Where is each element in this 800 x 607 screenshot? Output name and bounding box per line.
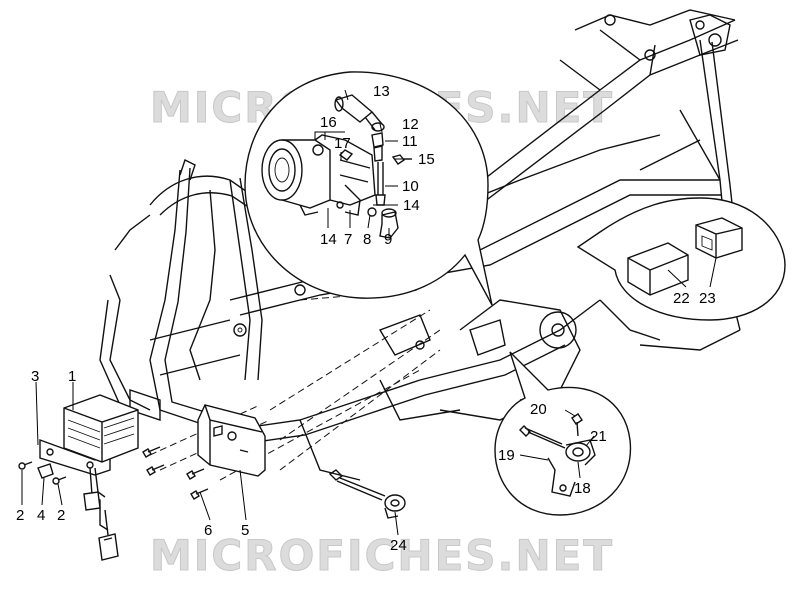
part-number-9: 9 xyxy=(384,231,392,248)
part-number-5: 5 xyxy=(241,522,249,539)
hose-icon xyxy=(334,94,385,132)
part-number-20: 20 xyxy=(530,401,547,418)
throttle-body-callout xyxy=(244,71,493,306)
part-number-3: 3 xyxy=(31,368,39,385)
part-number-7: 7 xyxy=(344,231,352,248)
part-number-24: 24 xyxy=(390,537,407,554)
watermark-bottom: MICROFICHES.NET xyxy=(150,531,614,580)
relay-callout xyxy=(576,197,786,321)
relay-22-icon xyxy=(627,242,689,296)
part-number-15: 15 xyxy=(418,151,435,168)
part-number-2b: 2 xyxy=(57,507,65,524)
part-number-14b: 14 xyxy=(320,231,337,248)
leader-lines xyxy=(21,89,717,536)
part-number-6: 6 xyxy=(204,522,212,539)
part-number-4: 4 xyxy=(37,507,45,524)
sensor-24 xyxy=(328,469,406,519)
part-numbers: 1 2 2 3 4 5 6 7 8 9 10 11 12 13 14 14 15… xyxy=(16,83,716,554)
part-number-23: 23 xyxy=(699,290,716,307)
voltage-regulator xyxy=(18,394,139,561)
part-number-17: 17 xyxy=(334,135,351,152)
part-number-19: 19 xyxy=(498,447,515,464)
part-number-8: 8 xyxy=(363,231,371,248)
throttle-body-icon xyxy=(261,134,376,216)
sensor-icon xyxy=(519,413,596,497)
part-number-18: 18 xyxy=(574,480,591,497)
part-number-14a: 14 xyxy=(403,197,420,214)
relay-23-icon xyxy=(695,217,743,259)
part-number-22: 22 xyxy=(673,290,690,307)
part-number-10: 10 xyxy=(402,178,419,195)
ecu-unit xyxy=(197,404,266,477)
part-number-21: 21 xyxy=(590,428,607,445)
part-number-11: 11 xyxy=(402,133,418,150)
part-number-16: 16 xyxy=(320,114,337,131)
sensor-callout xyxy=(494,351,632,516)
part-number-13: 13 xyxy=(373,83,390,100)
part-number-12: 12 xyxy=(402,116,419,133)
part-number-1: 1 xyxy=(68,368,76,385)
bolts-part-6 xyxy=(142,446,209,500)
assembly-lines xyxy=(149,289,441,481)
part-number-2a: 2 xyxy=(16,507,24,524)
